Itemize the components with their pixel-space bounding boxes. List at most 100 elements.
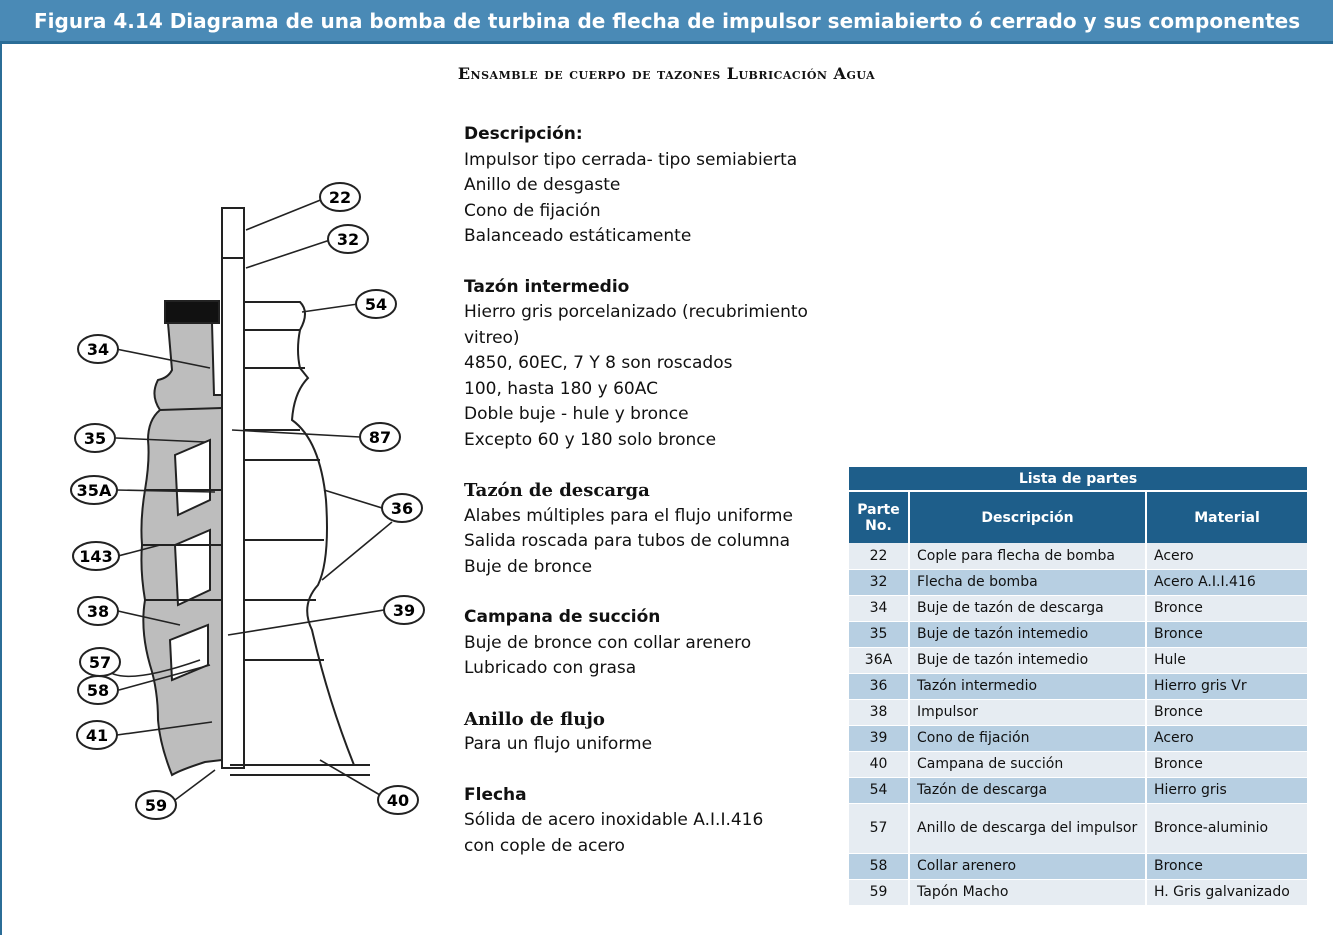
section-line: Buje de bronce con collar arenero — [464, 632, 752, 653]
callout-22: 22 — [319, 182, 361, 212]
svg-text:34: 34 — [87, 340, 109, 359]
cell-description: Cople para flecha de bomba — [909, 543, 1147, 570]
section-line: Balanceado estáticamente — [464, 226, 692, 246]
cell-material: H. Gris galvanizado — [1146, 879, 1307, 906]
parts-table: Lista de partes Parte No. Descripción Ma… — [849, 467, 1307, 906]
section-line: Doble buje - hule y bronce — [464, 404, 689, 424]
svg-text:32: 32 — [337, 230, 359, 249]
cell-description: Tazón de descarga — [909, 777, 1147, 804]
table-row: 39 Cono de fijación Acero — [849, 725, 1307, 752]
cell-part-no: 32 — [849, 569, 910, 596]
section-line: 100, hasta 180 y 60AC — [464, 378, 658, 399]
cell-part-no: 35 — [849, 621, 910, 648]
section-line: Hierro gris porcelanizado (recubrimiento… — [464, 302, 808, 348]
section-heading: Campana de succión — [464, 607, 661, 627]
section-tazon-intermedio: Tazón intermedio Hierro gris porcelaniza… — [464, 275, 864, 454]
section-line: Sólida de acero inoxidable A.I.I.416 — [464, 810, 764, 830]
table-row: 36 Tazón intermedio Hierro gris Vr — [849, 673, 1307, 700]
section-descripcion: Descripción: Impulsor tipo cerrada- tipo… — [464, 122, 864, 250]
section-anillo-flujo: Anillo de flujo Para un flujo uniforme — [464, 707, 864, 758]
cell-material: Acero — [1146, 725, 1307, 752]
section-line: Alabes múltiples para el flujo uniforme — [464, 505, 793, 526]
callout-38: 38 — [77, 596, 119, 626]
callout-54: 54 — [355, 289, 397, 319]
table-row: 40 Campana de succión Bronce — [849, 751, 1307, 778]
section-line: 4850, 60EC, 7 Y 8 son roscados — [464, 353, 733, 373]
section-line: Buje de bronce — [464, 556, 593, 577]
section-line: Para un flujo uniforme — [464, 734, 653, 754]
cell-part-no: 54 — [849, 777, 910, 804]
cell-part-no: 22 — [849, 543, 910, 570]
parts-table-caption: Lista de partes — [849, 467, 1307, 491]
section-line: Excepto 60 y 180 solo bronce — [464, 429, 717, 450]
callout-32: 32 — [327, 224, 369, 254]
cell-part-no: 34 — [849, 595, 910, 622]
table-row: 34 Buje de tazón de descarga Bronce — [849, 595, 1307, 622]
section-heading: Tazón intermedio — [464, 276, 630, 297]
cell-description: Tazón intermedio — [909, 673, 1147, 700]
cell-part-no: 59 — [849, 879, 910, 906]
callout-58: 58 — [77, 675, 119, 705]
vane-cavity-shape — [173, 528, 211, 607]
cell-description: Campana de succión — [909, 751, 1147, 778]
cell-material: Bronce — [1146, 853, 1307, 880]
cell-material: Bronce — [1146, 699, 1307, 726]
callout-35a: 35A — [70, 475, 118, 505]
svg-text:143: 143 — [79, 547, 112, 566]
table-row: 58 Collar arenero Bronce — [849, 853, 1307, 880]
table-row: 59 Tapón Macho H. Gris galvanizado — [849, 879, 1307, 906]
cell-material: Bronce-aluminio — [1146, 803, 1307, 854]
cell-description: Impulsor — [909, 699, 1147, 726]
svg-text:22: 22 — [329, 188, 351, 207]
svg-text:59: 59 — [145, 796, 167, 815]
cell-material: Acero — [1146, 543, 1307, 570]
cell-part-no: 39 — [849, 725, 910, 752]
svg-text:35: 35 — [84, 429, 106, 448]
cell-part-no: 36A — [849, 647, 910, 674]
callout-87: 87 — [359, 422, 401, 452]
cell-part-no: 40 — [849, 751, 910, 778]
cell-material: Hule — [1146, 647, 1307, 674]
cell-material: Acero A.I.I.416 — [1146, 569, 1307, 596]
section-line: con cople de acero — [464, 835, 625, 856]
figure-title: Figura 4.14 Diagrama de una bomba de tur… — [34, 9, 1301, 33]
section-line: Impulsor tipo cerrada- tipo semiabierta — [464, 149, 798, 170]
cell-material: Bronce — [1146, 621, 1307, 648]
discharge-cap-shape — [164, 300, 220, 324]
vane-cavity-shape — [173, 438, 211, 517]
svg-text:57: 57 — [89, 653, 111, 672]
col-header-material: Material — [1146, 490, 1307, 543]
callout-59: 59 — [135, 790, 177, 820]
figure-header: Figura 4.14 Diagrama de una bomba de tur… — [0, 0, 1333, 44]
svg-text:35A: 35A — [77, 481, 112, 500]
cell-part-no: 58 — [849, 853, 910, 880]
svg-text:36: 36 — [391, 499, 413, 518]
table-row: 22 Cople para flecha de bomba Acero — [849, 543, 1307, 570]
cell-description: Anillo de descarga del impulsor — [909, 803, 1147, 854]
cell-material: Hierro gris — [1146, 777, 1307, 804]
callout-143: 143 — [72, 541, 120, 571]
cell-description: Flecha de bomba — [909, 569, 1147, 596]
svg-text:54: 54 — [365, 295, 387, 314]
coupling-shape — [221, 207, 245, 259]
col-header-description: Descripción — [909, 490, 1147, 543]
callout-35: 35 — [74, 423, 116, 453]
shaft-shape — [221, 257, 245, 769]
table-row: 35 Buje de tazón intemedio Bronce — [849, 621, 1307, 648]
section-heading: Flecha — [464, 784, 527, 805]
table-row: 32 Flecha de bomba Acero A.I.I.416 — [849, 569, 1307, 596]
cell-part-no: 38 — [849, 699, 910, 726]
figure-subtitle: Ensamble de cuerpo de tazones Lubricació… — [457, 64, 876, 83]
description-panel: Descripción: Impulsor tipo cerrada- tipo… — [464, 122, 864, 884]
section-line: Anillo de desgaste — [464, 175, 621, 195]
table-row: 38 Impulsor Bronce — [849, 699, 1307, 726]
callout-57: 57 — [79, 647, 121, 677]
leader-lines — [104, 198, 393, 801]
col-header-part-no: Parte No. — [849, 490, 910, 543]
callout-34: 34 — [77, 334, 119, 364]
svg-text:40: 40 — [387, 791, 409, 810]
callout-41: 41 — [76, 720, 118, 750]
svg-text:41: 41 — [86, 726, 108, 745]
cell-part-no: 57 — [849, 803, 910, 854]
